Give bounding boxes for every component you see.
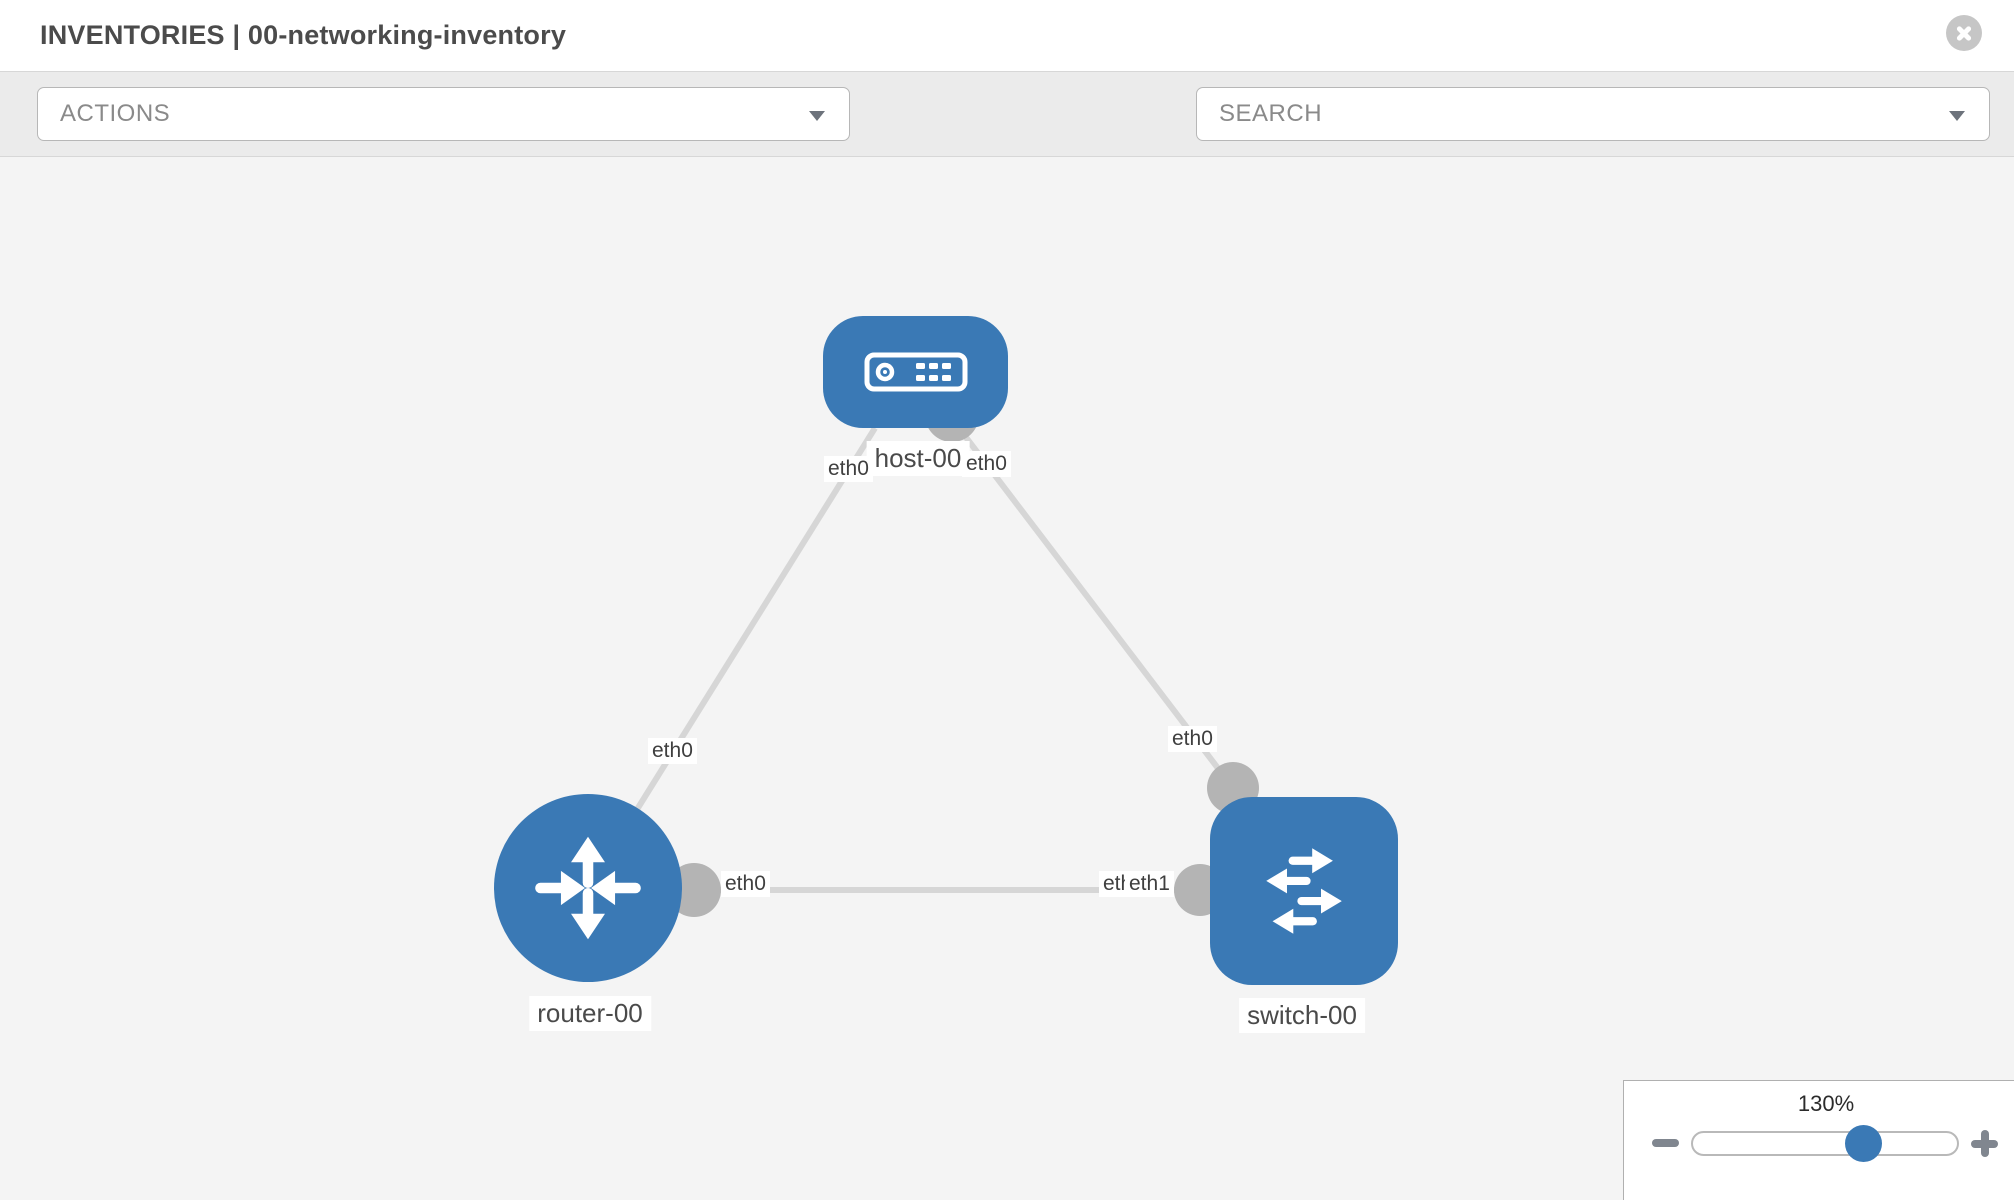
switch-icon bbox=[1266, 848, 1342, 934]
node-label-host: host-00 bbox=[866, 441, 970, 476]
node-host-00[interactable] bbox=[823, 316, 1008, 428]
interface-label: eth0 bbox=[648, 738, 697, 764]
search-input[interactable]: SEARCH bbox=[1196, 87, 1990, 141]
chevron-down-icon bbox=[809, 111, 825, 121]
zoom-percentage: 130% bbox=[1797, 1091, 1855, 1116]
zoom-slider-track[interactable] bbox=[1691, 1131, 1959, 1156]
interface-label: eth1 bbox=[1125, 871, 1174, 897]
chevron-down-icon bbox=[1949, 111, 1965, 121]
node-switch-00[interactable] bbox=[1210, 797, 1398, 985]
interface-label: eth0 bbox=[1168, 726, 1217, 752]
interface-label: eth0 bbox=[824, 456, 873, 482]
topology-canvas[interactable]: host-00 router-00 switch-00 eth0 eth0 et… bbox=[0, 157, 2014, 1200]
node-label-router: router-00 bbox=[529, 996, 651, 1031]
actions-dropdown[interactable]: ACTIONS bbox=[37, 87, 850, 141]
zoom-in-icon[interactable] bbox=[1971, 1130, 1998, 1157]
interface-label: eth0 bbox=[962, 451, 1011, 477]
header: INVENTORIES | 00-networking-inventory bbox=[0, 0, 2014, 71]
zoom-control-panel: 130% bbox=[1623, 1080, 2014, 1200]
interface-label: eth0 bbox=[721, 871, 770, 897]
router-icon bbox=[535, 836, 641, 940]
search-placeholder: SEARCH bbox=[1219, 100, 1323, 127]
links-layer bbox=[585, 388, 1259, 917]
node-router-00[interactable] bbox=[494, 794, 682, 982]
toolbar: ACTIONS SEARC bbox=[0, 71, 2014, 206]
close-icon[interactable] bbox=[1946, 15, 1982, 51]
page-title: INVENTORIES | 00-networking-inventory bbox=[40, 20, 567, 50]
zoom-out-icon[interactable] bbox=[1652, 1139, 1679, 1147]
actions-dropdown-label: ACTIONS bbox=[60, 100, 171, 127]
host-icon bbox=[864, 352, 967, 392]
zoom-slider-handle[interactable] bbox=[1845, 1125, 1882, 1162]
node-label-switch: switch-00 bbox=[1239, 998, 1365, 1033]
